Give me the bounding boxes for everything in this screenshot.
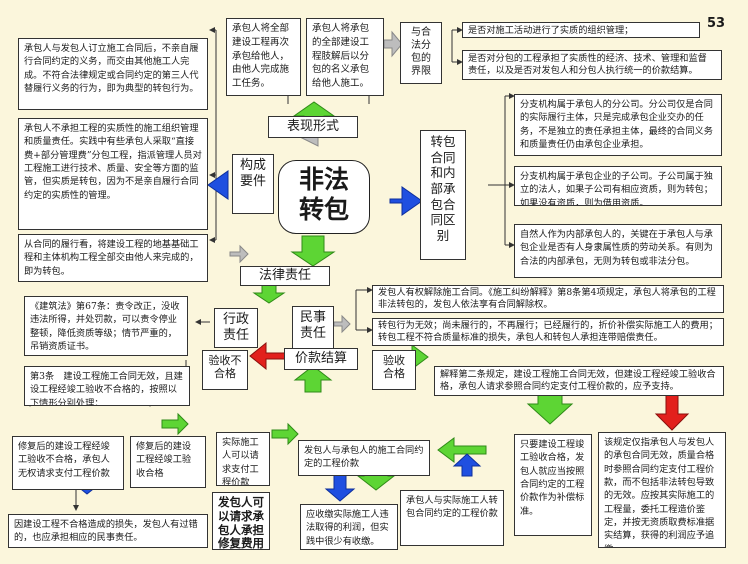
subcontract-price-box: 承包人与实际施工人转包合同约定的工程价款 (400, 490, 504, 546)
contract-price-box: 发包人与承包人的施工合同约定的工程价款 (298, 440, 430, 476)
header-manifestation: 表现形式 (268, 116, 358, 138)
fail-acceptance-rule: 第3条 建设工程施工合同无效，且建设工程经竣工验收不合格的，按照以下情形分别处理… (24, 366, 190, 406)
header-acceptance-pass: 验收 合格 (372, 350, 416, 390)
only-pass-compensation: 只要建设工程竣工验收合格，发包人就应当按照合同约定的工程价款作为补偿标准。 (514, 434, 592, 536)
distinction-subsidiary: 分支机构属于承包企业的子公司。子公司属于独立的法人，如果子公司有相应资质，则为转… (514, 166, 722, 206)
diagram-title: 非法 转包 (278, 160, 370, 234)
title-line-1: 非法 (298, 165, 349, 194)
employer-fault-box: 因建设工程不合格造成的损失，发包人有过错的，也应承担相应的民事责任。 (8, 514, 208, 548)
civil-liability-termination: 发包人有权解除施工合同。《施工纠纷解释》第8条第4项规定，承包人将承包的工程非法… (372, 285, 724, 313)
actual-builder-claim: 实际施工人可以请求支付工程价款 (216, 432, 270, 486)
boundary-criterion-a: 是否对施工活动进行了实质的组织管理； (462, 22, 700, 38)
header-price-settlement: 价款结算 (284, 348, 358, 370)
header-civil-liability: 民事 责任 (292, 306, 334, 350)
header-elements: 构成 要件 (232, 154, 274, 214)
distinction-branch: 分支机构属于承包人的分公司。分公司仅是合同的实际履行主体，只是完成承包企业交办的… (514, 94, 722, 156)
header-acceptance-fail: 验收不 合格 (202, 350, 248, 390)
title-line-2: 转包 (298, 195, 349, 224)
admin-liability-detail: 《建筑法》第67条：责令改正，没收违法所得，并处罚款，可以责令停业整顿，降低资质… (24, 296, 188, 356)
distinction-natural-person: 自然人作为内部承包人的，关键在于承包人与承包企业是否有人身隶属性质的劳动关系。有… (514, 224, 722, 278)
pass-acceptance-rule: 解释第二条规定，建设工程施工合同无效，但建设工程经竣工验收合格，承包人请求参照合… (434, 366, 724, 396)
header-legal-liability: 法律责任 (240, 266, 330, 286)
header-distinction: 转包 合同 和内 部承 包合 同区 别 (420, 130, 466, 260)
boundary-criterion-b: 是否对分包的工程承担了实质性的经济、技术、管理和监督责任，以及是否对发包人和分包… (462, 50, 722, 80)
subcontract-boundary: 与合 法分 包的 界限 (400, 22, 442, 84)
form-dismember-transfer: 承包人将承包 的全部建设工 程肢解后以分 包的名义承包 给他人施工。 (306, 18, 384, 96)
gray-arrows (229, 30, 403, 334)
repair-fail-box: 修复后的建设工程经竣工验收不合格，承包人无权请求支付工程价款 (12, 436, 124, 490)
repair-pass-box: 修复后的建设工程经竣工验收合格 (130, 436, 206, 488)
element-left-2: 承包人不承担工程的实质性的施工组织管理和质量责任。实践中有些承包人采取“直接费+… (18, 118, 208, 230)
note-illegal-transfer-settlement: 该规定仅指承包人与发包人的承包合同无效，质量合格时参照合同约定支付工程价款，而不… (598, 432, 726, 548)
element-left-1: 承包人与发包人订立施工合同后，不亲自履行合同约定的义务，而交由其他施工人完成。不… (18, 38, 208, 110)
page-number: 53 (707, 16, 726, 31)
form-full-transfer: 承包人将全部 建设工程再次 承包给他人， 由他人完成施 工任务。 (226, 18, 301, 96)
header-repair-cost-claim: 发包人可 以请求承 包人承担 修复费用 (212, 492, 270, 550)
civil-liability-void: 转包行为无效；尚未履行的，不再履行；已经履行的，折价补偿实际施工人的费用；转包工… (372, 318, 724, 346)
header-admin-liability: 行政 责任 (214, 308, 258, 348)
element-left-3: 从合同的履行看，将建设工程的地基基础工程和主体机构工程全部交由他人来完成的，即为… (18, 234, 208, 282)
illegal-profit-box: 应收缴实际施工人违法取得的利润，但实践中很少有收缴。 (300, 504, 398, 550)
